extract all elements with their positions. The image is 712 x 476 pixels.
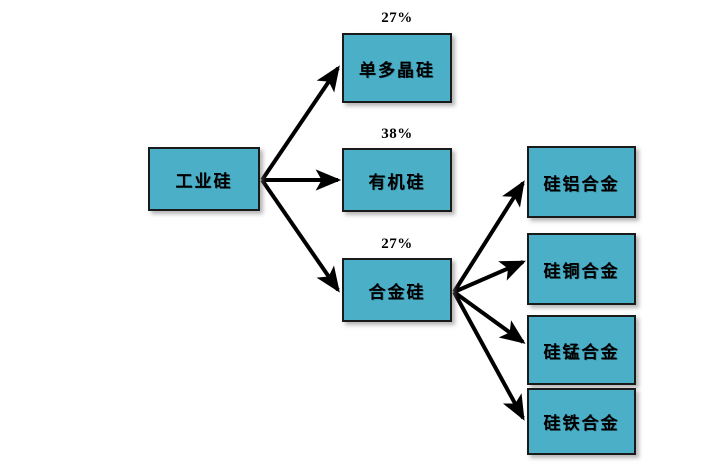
edge-root-to-mono-poly — [260, 65, 340, 182]
node-industrial-silicon[interactable]: 工业硅 — [148, 147, 260, 211]
node-label: 硅铝合金 — [543, 174, 620, 194]
node-label: 硅铁合金 — [543, 414, 620, 433]
node-silicon-iron-alloy[interactable]: 硅铁合金 — [527, 388, 636, 455]
percent-label-alloy-silicon: 27% — [381, 236, 413, 252]
edge-alloy-to-copper — [453, 260, 526, 294]
node-label: 有机硅 — [368, 172, 426, 192]
node-silicon-manganese-alloy[interactable]: 硅锰合金 — [527, 315, 636, 385]
percent-label-mono-poly-silicon: 27% — [381, 10, 413, 26]
node-alloy-silicon[interactable]: 合金硅 — [342, 258, 452, 322]
node-organic-silicon[interactable]: 有机硅 — [342, 148, 452, 212]
node-silicon-aluminum-alloy[interactable]: 硅铝合金 — [527, 146, 636, 218]
percent-label-organic-silicon: 38% — [381, 126, 413, 142]
node-silicon-copper-alloy[interactable]: 硅铜合金 — [527, 233, 636, 305]
node-label: 合金硅 — [368, 282, 426, 302]
node-label: 硅锰合金 — [543, 342, 620, 362]
edge-alloy-to-aluminum — [452, 180, 525, 294]
node-label: 工业硅 — [175, 171, 233, 191]
node-label: 硅铜合金 — [543, 261, 620, 281]
edge-alloy-to-iron — [452, 291, 525, 421]
edge-alloy-to-manganese — [452, 290, 526, 344]
node-label: 单多晶硅 — [359, 60, 435, 80]
edge-root-to-alloy — [260, 178, 340, 293]
node-mono-poly-silicon[interactable]: 单多晶硅 — [342, 33, 452, 103]
